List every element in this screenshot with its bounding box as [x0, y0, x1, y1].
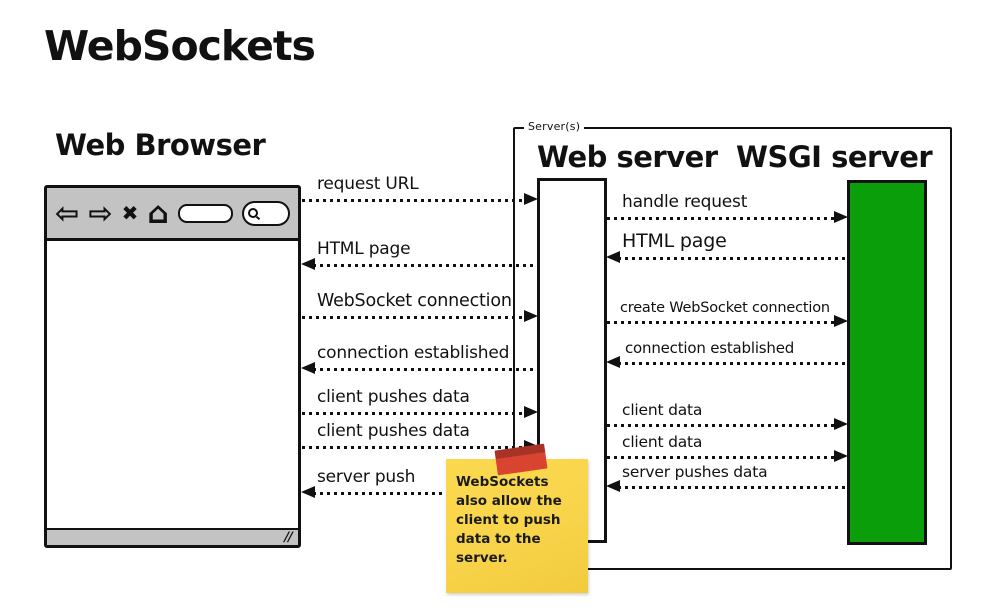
stop-icon: ✖: [121, 201, 139, 225]
browser-toolbar: ⇦ ⇨ ✖ ⌂: [47, 188, 298, 241]
arrow-head-icon: [834, 418, 848, 430]
arrow-head-icon: [834, 315, 848, 327]
arrow-head-icon: [606, 251, 620, 263]
back-icon: ⇦: [55, 195, 80, 230]
browser-window: ⇦ ⇨ ✖ ⌂ //: [44, 185, 301, 548]
arrow-head-icon: [524, 406, 538, 418]
arrow-head-icon: [834, 450, 848, 462]
sticky-note-text: server.: [456, 550, 508, 566]
browser-statusbar: //: [47, 528, 298, 545]
sticky-note-text: client to push: [456, 512, 561, 528]
web-browser-label: Web Browser: [55, 128, 266, 162]
home-icon: ⌂: [147, 195, 169, 231]
search-icon: [247, 207, 258, 218]
web-server-label: Web server: [537, 140, 718, 174]
arrow-head-icon: [524, 310, 538, 322]
forward-icon: ⇨: [88, 195, 113, 230]
arrow-head-icon: [606, 356, 620, 368]
sticky-note-text: also allow the: [456, 493, 562, 509]
arrow-head-icon: [524, 193, 538, 205]
address-bar: [177, 203, 233, 223]
arrow-head-icon: [301, 258, 315, 270]
arrow-head-icon: [606, 480, 620, 492]
resize-grip-icon: //: [281, 530, 293, 545]
sticky-note-text: WebSockets: [456, 474, 549, 490]
sticky-note-text: data to the: [456, 531, 541, 547]
servers-box-label: Server(s): [524, 120, 585, 133]
arrow-head-icon: [301, 486, 315, 498]
arrow-head-icon: [301, 362, 315, 374]
wsgi-server-label: WSGI server: [736, 140, 933, 174]
sticky-note: WebSockets also allow the client to push…: [446, 459, 588, 593]
arrow-head-icon: [834, 211, 848, 223]
wsgi-server-rect: [847, 180, 927, 545]
search-box: [241, 200, 290, 226]
page-title: WebSockets: [44, 22, 316, 70]
